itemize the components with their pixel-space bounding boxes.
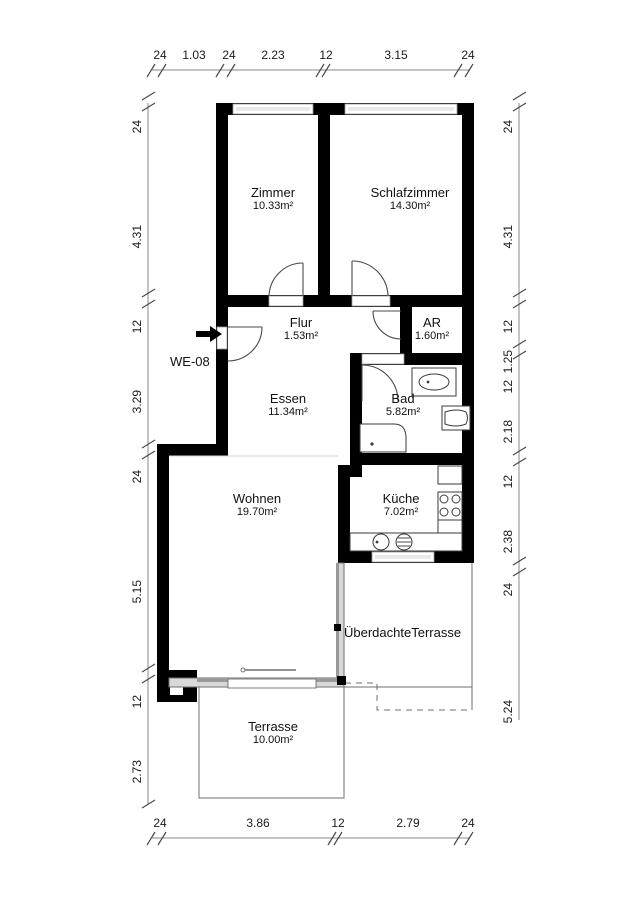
dim-right-0: 24 [501, 120, 515, 134]
room-schlafzimmer-area: 14.30m² [389, 200, 431, 212]
room-bad: Bad 5.82m² [386, 391, 420, 419]
room-terrasse-name: Terrasse [248, 719, 298, 734]
dim-left-4: 24 [130, 470, 144, 484]
room-ar-name: AR [422, 315, 442, 330]
entrance-arrow-icon [196, 326, 222, 342]
room-wohnen-area: 19.70m² [236, 506, 278, 518]
room-zimmer-name: Zimmer [250, 185, 296, 200]
room-ar-area: 1.60m² [414, 330, 450, 342]
dim-top-3: 2.23 [261, 48, 285, 62]
dim-right-4: 12 [501, 380, 515, 394]
dim-right-7: 2.38 [501, 530, 515, 554]
dimension-chain-top [146, 63, 474, 78]
dim-left-2: 12 [130, 320, 144, 334]
dim-right-1: 4.31 [501, 225, 515, 249]
dim-top-6: 24 [461, 48, 475, 62]
room-essen-area: 11.34m² [268, 406, 308, 418]
room-essen-name: Essen [269, 391, 307, 406]
dim-right-2: 12 [501, 320, 515, 334]
dim-right-5: 2.18 [501, 420, 515, 444]
room-wohnen: Wohnen 19.70m² [233, 491, 281, 519]
dim-top-5: 3.15 [384, 48, 408, 62]
dimension-chain-left [141, 91, 156, 809]
dim-top-4: 12 [319, 48, 333, 62]
dim-left-3: 3.29 [130, 390, 144, 414]
doors [227, 260, 405, 402]
room-bad-name: Bad [391, 391, 415, 406]
label-unit-code: WE-08 [170, 354, 210, 369]
room-schlafzimmer-name: Schlafzimmer [370, 185, 450, 200]
room-kueche: Küche 7.02m² [383, 491, 420, 519]
room-terrasse: Terrasse 10.00m² [248, 719, 298, 747]
room-wohnen-name: Wohnen [232, 491, 282, 506]
roof-overhang-dashed [345, 563, 473, 711]
dimension-chain-bottom [146, 831, 474, 846]
dim-right-8: 24 [501, 583, 515, 597]
dim-left-0: 24 [130, 120, 144, 134]
room-bad-area: 5.82m² [385, 406, 421, 418]
room-zimmer-area: 10.33m² [252, 200, 294, 212]
room-flur: Flur 1.53m² [284, 315, 318, 343]
dim-bottom-3: 2.79 [396, 816, 420, 830]
terrace-outline [198, 687, 345, 799]
dim-bottom-4: 24 [461, 816, 475, 830]
dim-top-0: 24 [153, 48, 167, 62]
dim-left-5: 5.15 [130, 580, 144, 604]
room-terrasse-area: 10.00m² [252, 734, 294, 746]
dim-top-1: 1.03 [182, 48, 206, 62]
dim-right-9: 5.24 [501, 700, 515, 724]
dim-right-6: 12 [501, 475, 515, 489]
dim-top-2: 24 [222, 48, 236, 62]
dimension-chain-right [512, 91, 527, 720]
kitchen-sink-icon [372, 533, 390, 551]
room-zimmer: Zimmer 10.33m² [251, 185, 295, 213]
dim-left-1: 4.31 [130, 225, 144, 249]
kitchen-fixtures [349, 465, 463, 552]
shower-icon [359, 423, 407, 453]
dim-bottom-2: 12 [331, 816, 345, 830]
dim-bottom-0: 24 [153, 816, 167, 830]
dim-bottom-1: 3.86 [246, 816, 270, 830]
room-flur-name: Flur [289, 315, 313, 330]
room-schlafzimmer: Schlafzimmer 14.30m² [371, 185, 450, 213]
room-flur-area: 1.53m² [283, 330, 319, 342]
room-ar: AR 1.60m² [415, 315, 449, 343]
walls [157, 103, 474, 702]
room-kueche-name: Küche [382, 491, 420, 506]
dim-right-3: 1.25 [501, 350, 515, 374]
dim-left-6: 12 [130, 695, 144, 709]
windows [216, 103, 458, 563]
dim-left-7: 2.73 [130, 760, 144, 784]
sliding-door [168, 667, 346, 689]
label-ueberdachte-terrasse: ÜberdachteTerrasse [344, 625, 462, 640]
bathroom-fixtures [359, 367, 471, 453]
room-essen: Essen 11.34m² [268, 391, 308, 419]
room-kueche-area: 7.02m² [383, 506, 419, 518]
